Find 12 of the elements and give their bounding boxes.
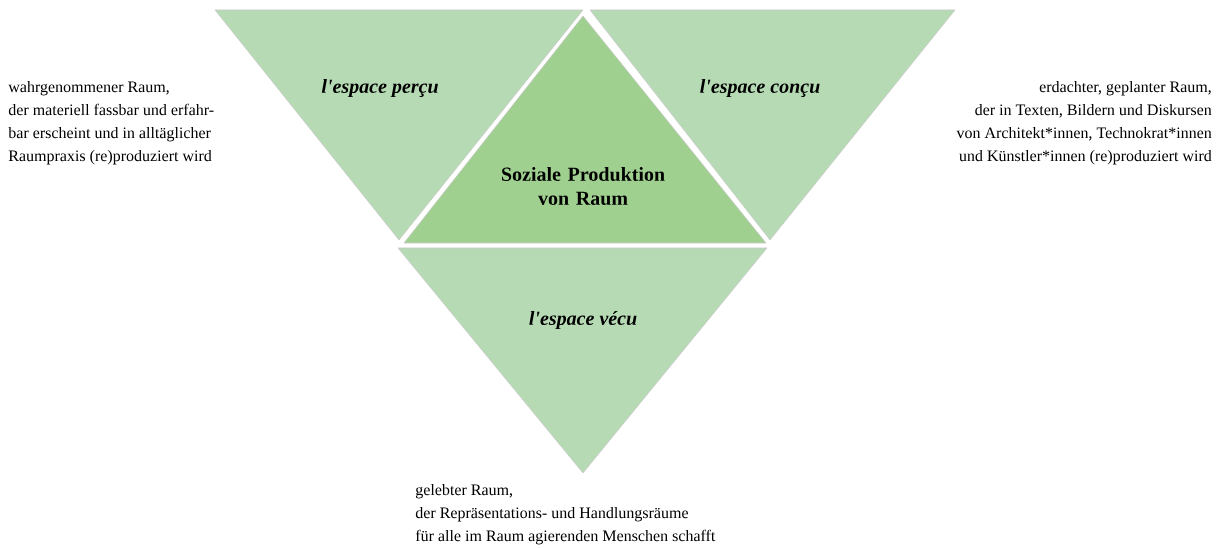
- description-text: für alle im Raum agierenden Menschen schafft: [415, 529, 716, 545]
- description-text: der Repräsentations- und Handlungsräume: [415, 506, 688, 522]
- description-text: der in Texten, Bildern und Diskursen: [975, 103, 1212, 118]
- description-text: erdachter, geplanter Raum,: [1039, 80, 1211, 96]
- description-text: und Künstler*innen (re)produziert wird: [959, 149, 1212, 165]
- description-text: wahrgenommener Raum,: [8, 80, 169, 96]
- triangle: l'espace vécu: [397, 247, 768, 474]
- description-text: bar erscheint und in alltäglicher: [8, 126, 211, 142]
- description-text: von Architekt*innen, Technokrat*innen: [956, 126, 1212, 141]
- description-text: der materiell fassbar und erfahr-: [8, 103, 214, 116]
- description-text: gelebter Raum,: [415, 483, 513, 499]
- description-text: Raumpraxis (re)produziert wird: [8, 149, 212, 165]
